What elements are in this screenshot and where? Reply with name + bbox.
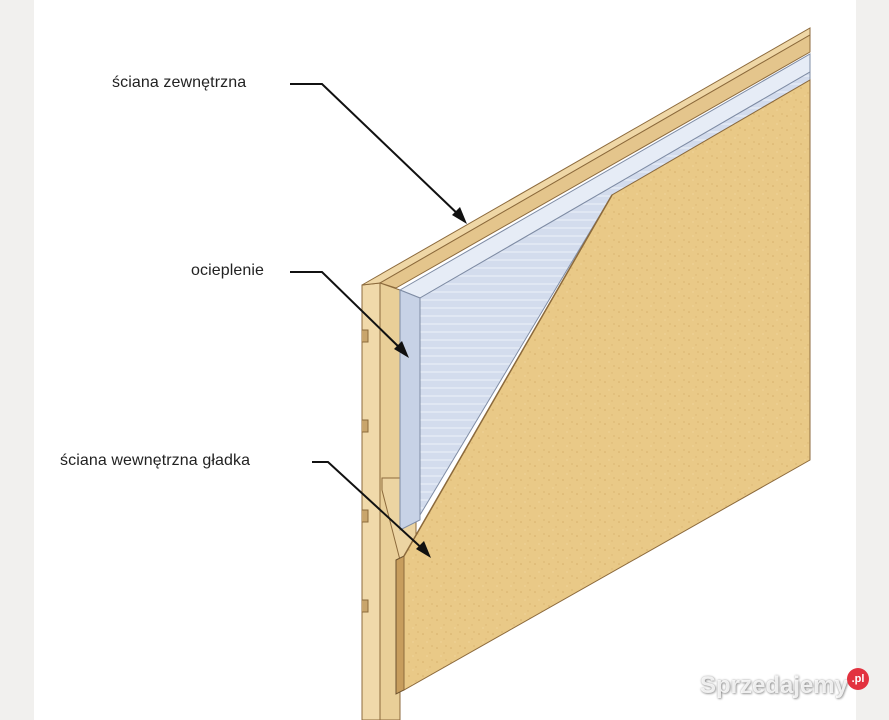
leader-outer-wall bbox=[290, 83, 463, 219]
label-inner-wall: ściana wewnętrzna gładka bbox=[60, 452, 251, 469]
label-insulation: ocieplenie bbox=[191, 262, 265, 279]
watermark-badge: .pl bbox=[847, 668, 869, 690]
leader-insulation-arrow bbox=[394, 341, 409, 358]
inner-wall-layer bbox=[395, 79, 811, 695]
leader-outer-wall-arrow bbox=[452, 207, 467, 224]
leader-insulation bbox=[290, 271, 405, 353]
inner-wall-cut-line bbox=[403, 194, 613, 557]
leader-inner-wall-arrow bbox=[416, 541, 431, 558]
leader-lines bbox=[290, 83, 467, 558]
watermark-brand: Sprzedajemy bbox=[700, 672, 849, 699]
inner-wall-edge bbox=[395, 555, 405, 695]
insulation-side bbox=[399, 289, 421, 531]
label-outer-wall: ściana zewnętrzna bbox=[112, 74, 247, 91]
plank-joints bbox=[362, 329, 369, 613]
leader-inner-wall bbox=[312, 461, 427, 553]
